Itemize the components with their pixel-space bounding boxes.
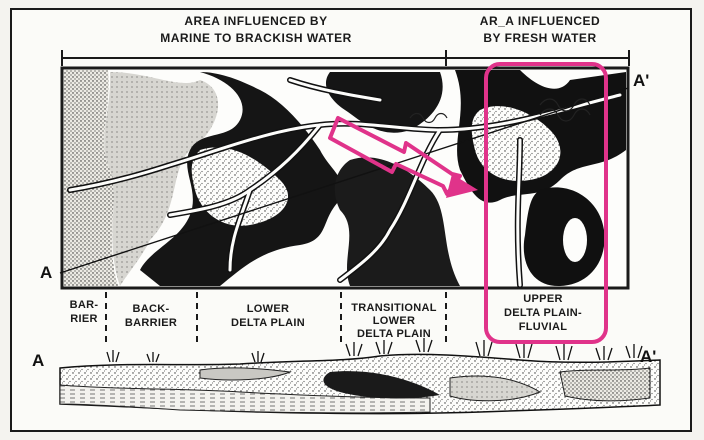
zone-transitional-line2: LOWER	[373, 315, 415, 327]
fresh-header-line2: BY FRESH WATER	[483, 31, 596, 45]
section-label-a: A	[32, 351, 44, 370]
zone-labels: BAR- RIER BACK- BARRIER LOWER DELTA PLAI…	[70, 293, 582, 340]
fresh-header-line1: AR_A INFLUENCED	[480, 14, 600, 28]
map-label-a-prime: A'	[633, 71, 649, 90]
zone-barrier-line1: BAR-	[70, 299, 99, 311]
section-label-a-prime: A'	[640, 347, 656, 366]
delta-map	[60, 68, 628, 288]
marine-header-line2: MARINE TO BRACKISH WATER	[160, 31, 352, 45]
zone-upper-line1: UPPER	[523, 293, 562, 305]
zone-barrier-line2: RIER	[70, 313, 97, 325]
map-label-a: A	[40, 263, 52, 282]
zone-upper-line3: FLUVIAL	[519, 321, 568, 333]
zone-transitional-line1: TRANSITIONAL	[351, 302, 436, 314]
zone-backbarrier-line1: BACK-	[133, 303, 170, 315]
cross-section	[60, 338, 660, 414]
oxbow-lake	[563, 218, 587, 262]
zone-upper-line2: DELTA PLAIN-	[504, 307, 582, 319]
zone-lower-line2: DELTA PLAIN	[231, 317, 305, 329]
zone-backbarrier-line2: BARRIER	[125, 317, 177, 329]
zone-transitional-line3: DELTA PLAIN	[357, 328, 431, 340]
zone-lower-line1: LOWER	[247, 303, 289, 315]
marine-header-line1: AREA INFLUENCED BY	[184, 14, 327, 28]
